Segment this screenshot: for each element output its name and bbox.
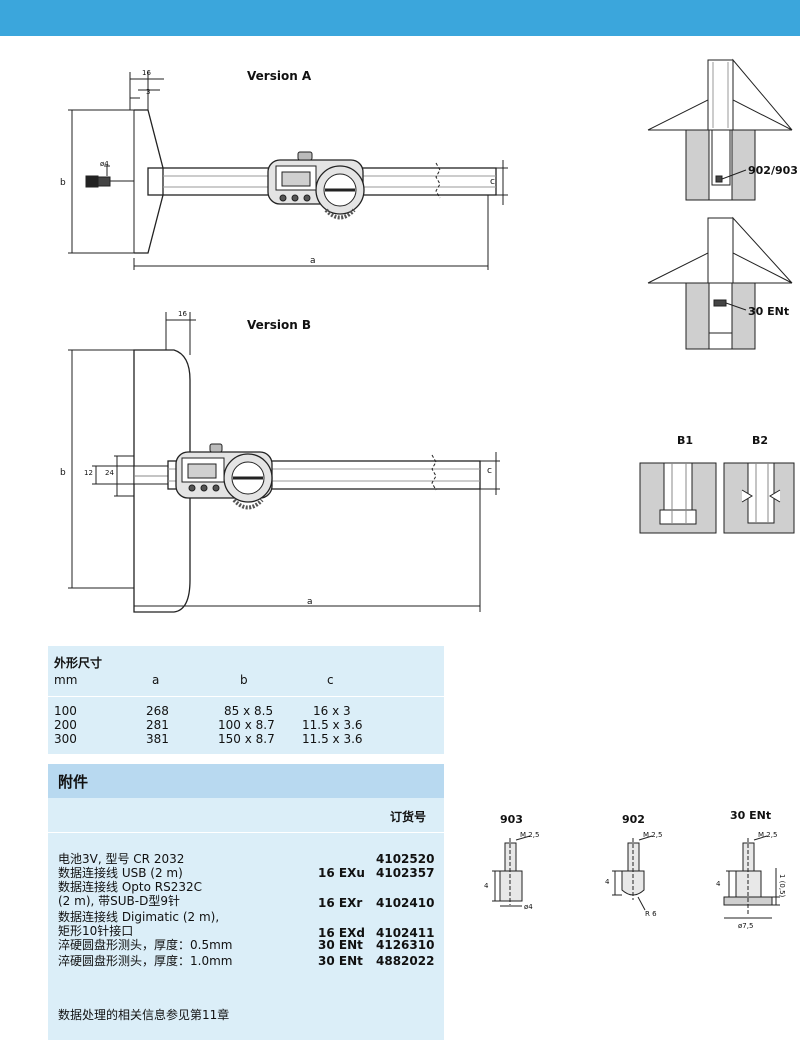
probe-902 (612, 835, 653, 911)
probe-902-title: 902 (622, 813, 645, 826)
label-b1: B1 (677, 434, 694, 447)
accessory-order: 4102357 (376, 866, 435, 880)
caliper-version-b (68, 312, 500, 613)
groove-b1 (639, 462, 717, 534)
accessory-code: 30 ENt (318, 954, 363, 968)
table-cell: 11.5 x 3.6 (302, 718, 363, 732)
dim-b-c: c (487, 466, 492, 476)
dim-a-c: c (490, 177, 495, 187)
accessories-note: 数据处理的相关信息参见第11章 (58, 1008, 230, 1022)
version-a-title: Version A (247, 69, 312, 83)
accessories-title: 附件 (58, 773, 89, 791)
probe-903-title: 903 (500, 813, 523, 826)
accessory-order: 4102520 (376, 852, 435, 866)
col-mm: mm (54, 673, 78, 687)
probe-902-height: 4 (605, 878, 610, 886)
dimensions-title: 外形尺寸 (54, 656, 103, 670)
label-b2: B2 (752, 434, 769, 447)
probe-30ent-diameter: ø7,5 (738, 922, 754, 930)
groove-b2 (723, 462, 795, 534)
table-cell: 268 (146, 704, 169, 718)
accessory-desc: (2 m), 带SUB-D型9针 (58, 894, 180, 908)
probe-903-height: 4 (484, 882, 489, 890)
accessory-order: 4126310 (376, 938, 435, 952)
hole-detail-30ent (647, 216, 793, 350)
col-b: b (240, 673, 248, 687)
probe-30ent (723, 835, 780, 919)
accessory-order: 4102411 (376, 926, 435, 940)
dim-b-b: b (60, 468, 66, 478)
accessory-desc: 矩形10针接口 (58, 924, 134, 938)
accessory-code: 16 EXu (318, 866, 365, 880)
table-cell: 200 (54, 718, 77, 732)
table-cell: 16 x 3 (313, 704, 351, 718)
dim-a-16: 16 (142, 69, 151, 77)
accessory-order: 4102410 (376, 896, 435, 910)
col-a: a (152, 673, 160, 687)
accessory-desc: 数据连接线 Opto RS232C (58, 880, 202, 894)
probe-30ent-height: 4 (716, 880, 721, 888)
accessory-desc: 数据连接线 USB (2 m) (58, 866, 183, 880)
probe-30ent-thread: M 2,5 (758, 831, 778, 839)
technical-drawings (68, 58, 795, 613)
probe-902-radius: R 6 (645, 910, 657, 918)
accessory-order: 4882022 (376, 954, 435, 968)
accessory-desc: 电池3V, 型号 CR 2032 (58, 852, 185, 866)
accessories-header: 附件 (48, 764, 444, 798)
dim-b-a: a (307, 597, 313, 607)
table-cell: 300 (54, 732, 77, 746)
probe-903-thread: M 2,5 (520, 831, 540, 839)
order-header: 订货号 (390, 810, 427, 824)
table-cell: 100 (54, 704, 77, 718)
table-cell: 381 (146, 732, 169, 746)
dim-a-phi4: ø4 (100, 160, 109, 168)
dimensions-panel: 外形尺寸 mm a b c 100 268 85 x 8.5 16 x 3 20… (48, 646, 444, 754)
dim-a-a: a (310, 256, 316, 266)
dim-a-3: 3 (146, 88, 151, 96)
dim-a-b: b (60, 178, 66, 188)
accessory-code: 16 EXr (318, 896, 363, 910)
accessory-code: 30 ENt (318, 938, 363, 952)
probe-903 (492, 835, 531, 907)
dim-b-12: 12 (84, 469, 93, 477)
hole-detail-902-903 (647, 58, 793, 201)
table-cell: 281 (146, 718, 169, 732)
accessory-desc: 淬硬圆盘形测头，厚度：1.0mm (58, 954, 233, 968)
dim-b-16: 16 (178, 310, 187, 318)
accessory-desc: 淬硬圆盘形测头，厚度：0.5mm (58, 938, 233, 952)
table-cell: 85 x 8.5 (224, 704, 274, 718)
col-c: c (327, 673, 334, 687)
label-902-903: 902/903 (748, 164, 798, 177)
header-bar (0, 0, 800, 36)
label-30ent: 30 ENt (748, 305, 790, 318)
table-cell: 11.5 x 3.6 (302, 732, 363, 746)
version-b-title: Version B (247, 318, 312, 332)
probe-903-diameter: ø4 (524, 903, 533, 911)
probe-30ent-title: 30 ENt (730, 809, 772, 822)
dim-b-24: 24 (105, 469, 114, 477)
probe-902-thread: M 2,5 (643, 831, 663, 839)
table-cell: 150 x 8.7 (218, 732, 275, 746)
accessory-desc: 数据连接线 Digimatic (2 m), (58, 910, 220, 924)
caliper-version-a (68, 72, 508, 270)
accessory-code: 16 EXd (318, 926, 365, 940)
table-cell: 100 x 8.7 (218, 718, 275, 732)
accessories-panel: 附件 订货号 电池3V, 型号 CR 2032 4102520 数据连接线 US… (48, 764, 444, 1040)
probe-30ent-thickness: 1 (0,5) (778, 874, 786, 898)
